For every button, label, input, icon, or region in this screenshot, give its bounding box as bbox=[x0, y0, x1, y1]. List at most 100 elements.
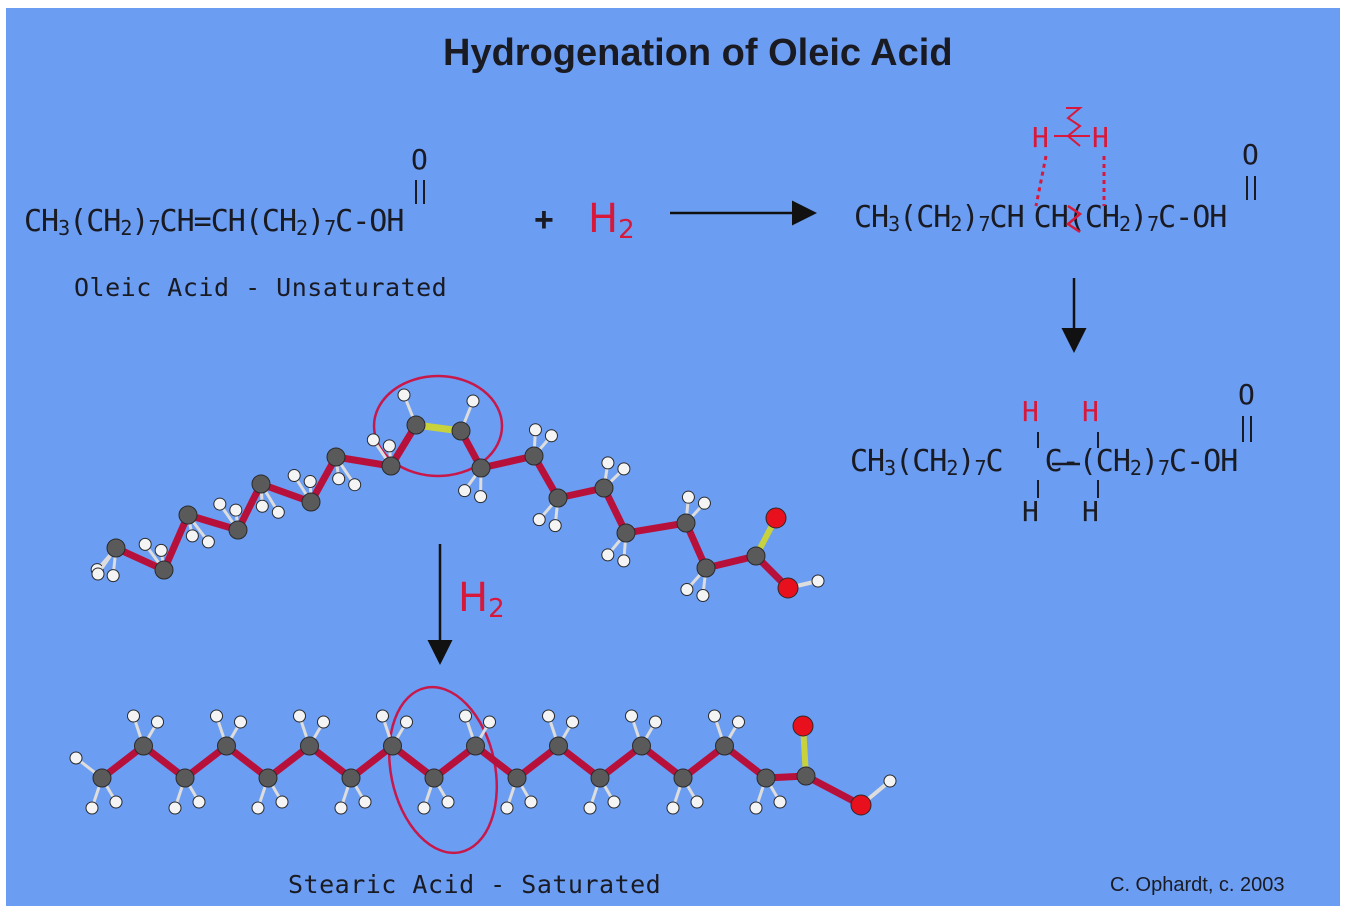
stearic-hydrogen-atom bbox=[251, 801, 265, 815]
stearic-hydrogen-atom bbox=[708, 709, 721, 723]
stearic-carbon-atom bbox=[92, 768, 112, 788]
intermediate-dash-left bbox=[1034, 155, 1048, 207]
stearic-hydrogen-atom bbox=[649, 715, 662, 729]
stearic-hydrogen-atom bbox=[317, 715, 330, 729]
intermediate-hydrogen-right: H bbox=[1092, 121, 1109, 154]
oleic-hydrogen-atom bbox=[287, 469, 301, 483]
stearic-hydrogen-atom bbox=[293, 709, 306, 723]
oleic-hydrogen-atom bbox=[601, 456, 615, 470]
product-hydrogen-bottom-left: H bbox=[1022, 495, 1039, 528]
stearic-carbon-atom bbox=[175, 768, 195, 788]
stearic-hydrogen-atom bbox=[732, 715, 745, 729]
oleic-hydrogen-atom bbox=[271, 505, 285, 519]
stearic-carbon-atom bbox=[383, 736, 402, 756]
oleic-carbon-atom bbox=[228, 520, 248, 540]
oleic-carbon-atom bbox=[696, 558, 716, 578]
stearic-hydrogen-atom bbox=[441, 795, 455, 809]
stearic-hydrogen-atom bbox=[500, 801, 514, 815]
oleic-hydrogen-atom bbox=[382, 439, 396, 453]
intermediate-squiggle-top bbox=[1066, 107, 1083, 147]
oleic-hydrogen-atom bbox=[201, 535, 215, 549]
oleic-carbon-atom bbox=[548, 488, 568, 508]
reactant-label: Oleic Acid - Unsaturated bbox=[74, 273, 448, 302]
credit-text: C. Ophardt, c. 2003 bbox=[1110, 874, 1285, 896]
stearic-carbon-atom bbox=[258, 768, 278, 788]
stearic-carbon-atom bbox=[466, 736, 485, 756]
stearic-hydrogen-atom bbox=[85, 801, 99, 815]
stearic-hydrogen-atom bbox=[883, 774, 897, 788]
oleic-oxygen-atom bbox=[777, 577, 799, 599]
stearic-carbon-atom bbox=[796, 766, 816, 786]
oleic-hydrogen-atom bbox=[303, 475, 317, 489]
oleic-carbon-atom bbox=[471, 458, 491, 478]
stearic-carbon-atom bbox=[673, 768, 693, 788]
oleic-hydrogen-atom bbox=[458, 484, 472, 498]
oleic-hydrogen-atom bbox=[548, 519, 562, 533]
oleic-hydrogen-atom bbox=[91, 567, 105, 581]
stearic-carbon-atom bbox=[715, 736, 734, 756]
oleic-carbon-atom bbox=[326, 447, 346, 467]
oleic-carbon-atom bbox=[381, 456, 401, 476]
intermediate-carbonyl-oxygen: O bbox=[1242, 138, 1259, 171]
diagram-slide: Hydrogenation of Oleic Acid O CH3(CH2)7C… bbox=[6, 8, 1340, 906]
stearic-hydrogen-atom bbox=[566, 715, 579, 729]
reactant-carbonyl-oxygen: O bbox=[411, 143, 428, 176]
oleic-hydrogen-atom bbox=[348, 478, 362, 492]
product-hydrogen-bottom-right: H bbox=[1082, 495, 1099, 528]
stearic-carbon-atom bbox=[300, 736, 319, 756]
stearic-hydrogen-atom bbox=[749, 801, 763, 815]
product-carbonyl-oxygen: O bbox=[1238, 378, 1255, 411]
stearic-hydrogen-atom bbox=[459, 709, 472, 723]
oleic-carbon-atom bbox=[746, 546, 766, 566]
oleic-hydrogen-atom bbox=[229, 503, 243, 517]
oleic-hydrogen-atom bbox=[544, 429, 558, 443]
stearic-hydrogen-atom bbox=[607, 795, 621, 809]
stearic-carbon-atom bbox=[507, 768, 527, 788]
stearic-hydrogen-atom bbox=[625, 709, 638, 723]
oleic-carbon-atom bbox=[676, 513, 696, 533]
intermediate-squiggle-bottom bbox=[1065, 204, 1083, 234]
oleic-carbon-atom bbox=[251, 474, 271, 494]
oleic-cc-bond bbox=[622, 519, 690, 537]
page-title: Hydrogenation of Oleic Acid bbox=[443, 32, 953, 74]
oleic-hydrogen-atom bbox=[138, 537, 152, 551]
oleic-hydrogen-atom bbox=[617, 462, 631, 476]
model-step-h2: H2 bbox=[458, 575, 505, 624]
oleic-hydrogen-atom bbox=[617, 554, 631, 568]
reagent-h2: H2 bbox=[588, 196, 635, 245]
oleic-hydrogen-atom bbox=[697, 496, 711, 510]
oleic-carbon-atom bbox=[594, 478, 614, 498]
oleic-hydrogen-atom bbox=[680, 583, 694, 597]
stearic-hydrogen-atom bbox=[583, 801, 597, 815]
oleic-double-bond-highlight bbox=[372, 374, 504, 478]
plus-sign: + bbox=[534, 201, 554, 239]
oleic-carbon-atom bbox=[451, 421, 471, 441]
oleic-hydrogen-atom bbox=[397, 388, 411, 402]
oleic-carbon-atom bbox=[524, 446, 544, 466]
reactant-formula: CH3(CH2)7CH=CH(CH2)7C-OH bbox=[24, 204, 404, 240]
oleic-hydrogen-atom bbox=[601, 548, 615, 562]
oleic-hydrogen-atom bbox=[213, 497, 227, 511]
oleic-hydrogen-atom bbox=[366, 433, 380, 447]
stearic-carbon-atom bbox=[590, 768, 610, 788]
stearic-carbon-atom bbox=[134, 736, 153, 756]
oleic-hydrogen-atom bbox=[106, 569, 120, 583]
oleic-hydrogen-atom bbox=[466, 394, 480, 408]
stearic-hydrogen-atom bbox=[127, 709, 140, 723]
stearic-hydrogen-atom bbox=[376, 709, 389, 723]
oleic-hydrogen-atom bbox=[811, 574, 825, 588]
stearic-carbon-atom bbox=[632, 736, 651, 756]
stearic-hydrogen-atom bbox=[542, 709, 555, 723]
stearic-hydrogen-atom bbox=[400, 715, 413, 729]
oleic-hydrogen-atom bbox=[681, 490, 695, 504]
stearic-hydrogen-atom bbox=[109, 795, 123, 809]
stearic-carbon-atom bbox=[217, 736, 236, 756]
oleic-carbon-atom bbox=[616, 523, 636, 543]
stearic-hydrogen-atom bbox=[690, 795, 704, 809]
stearic-hydrogen-atom bbox=[69, 751, 83, 765]
stearic-acid-label: Stearic Acid - Saturated bbox=[288, 870, 662, 899]
stearic-hydrogen-atom bbox=[666, 801, 680, 815]
stearic-hydrogen-atom bbox=[210, 709, 223, 723]
oleic-hydrogen-atom bbox=[696, 589, 710, 603]
